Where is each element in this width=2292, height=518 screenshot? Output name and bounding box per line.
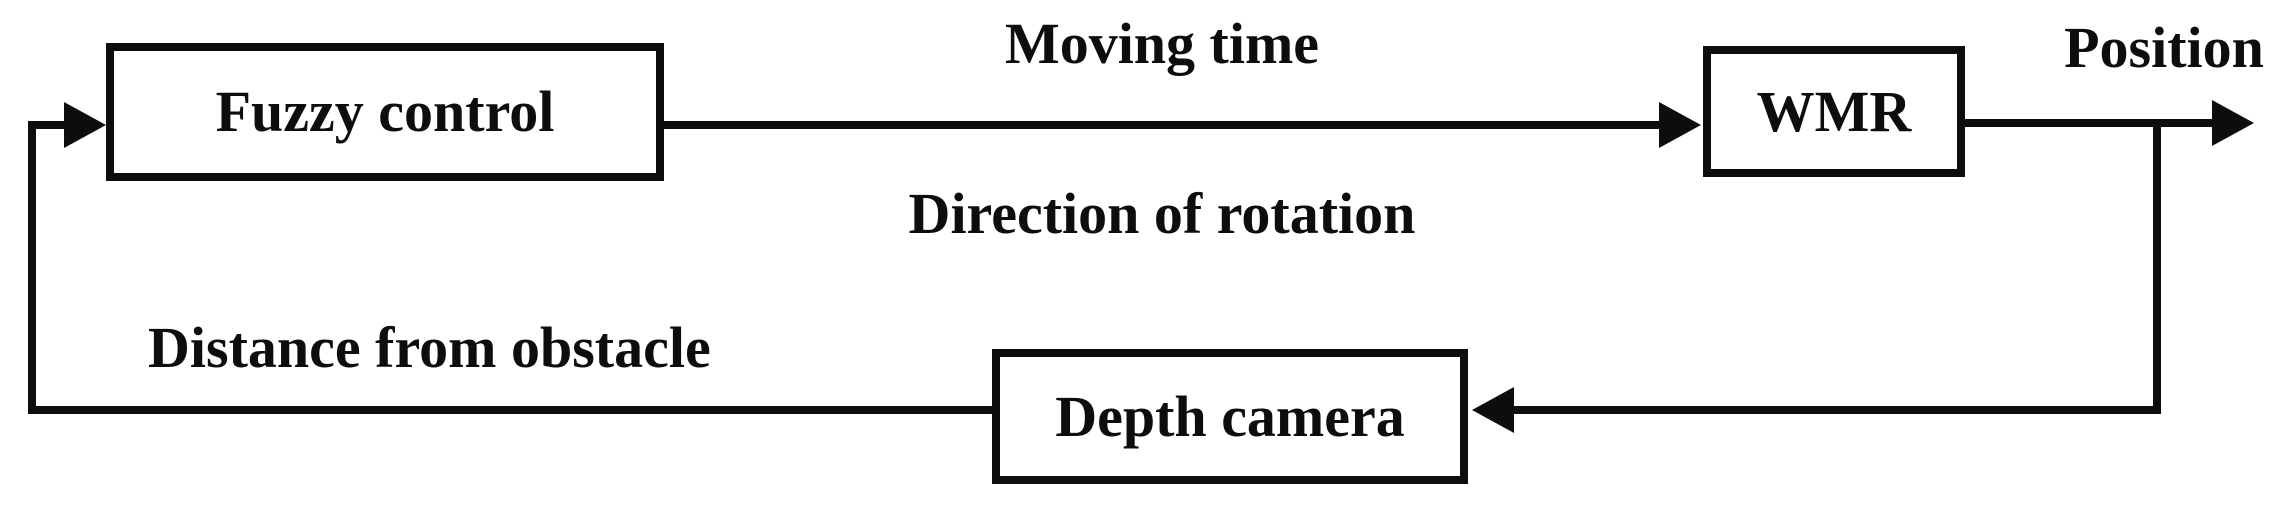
edge-fuzzy-input-line bbox=[28, 121, 68, 129]
edge-label-position: Position bbox=[2064, 15, 2264, 80]
node-depth-camera-label: Depth camera bbox=[1055, 383, 1405, 449]
edge-wmr-to-depth-line bbox=[1514, 406, 2161, 414]
edge-feedback-branch-line bbox=[2153, 119, 2161, 414]
node-wmr: WMR bbox=[1703, 46, 1965, 177]
edge-feedback-return-line bbox=[28, 121, 36, 414]
edge-label-distance-from-obstacle: Distance from obstacle bbox=[148, 315, 711, 380]
node-fuzzy-control: Fuzzy control bbox=[106, 43, 664, 181]
arrowhead-into-depth-icon bbox=[1472, 387, 1514, 433]
edge-label-direction-of-rotation: Direction of rotation bbox=[908, 181, 1416, 246]
edge-label-moving-time: Moving time bbox=[1004, 11, 1320, 76]
node-wmr-label: WMR bbox=[1756, 78, 1912, 144]
arrowhead-into-fuzzy-icon bbox=[64, 102, 106, 148]
arrowhead-into-wmr-icon bbox=[1659, 102, 1701, 148]
edge-depth-to-fuzzy-line bbox=[28, 406, 992, 414]
node-fuzzy-control-label: Fuzzy control bbox=[215, 79, 555, 144]
arrowhead-position-out-icon bbox=[2212, 100, 2254, 146]
edge-wmr-output-line bbox=[1965, 119, 2212, 127]
edge-fuzzy-to-wmr-line bbox=[664, 121, 1663, 129]
node-depth-camera: Depth camera bbox=[992, 349, 1468, 484]
